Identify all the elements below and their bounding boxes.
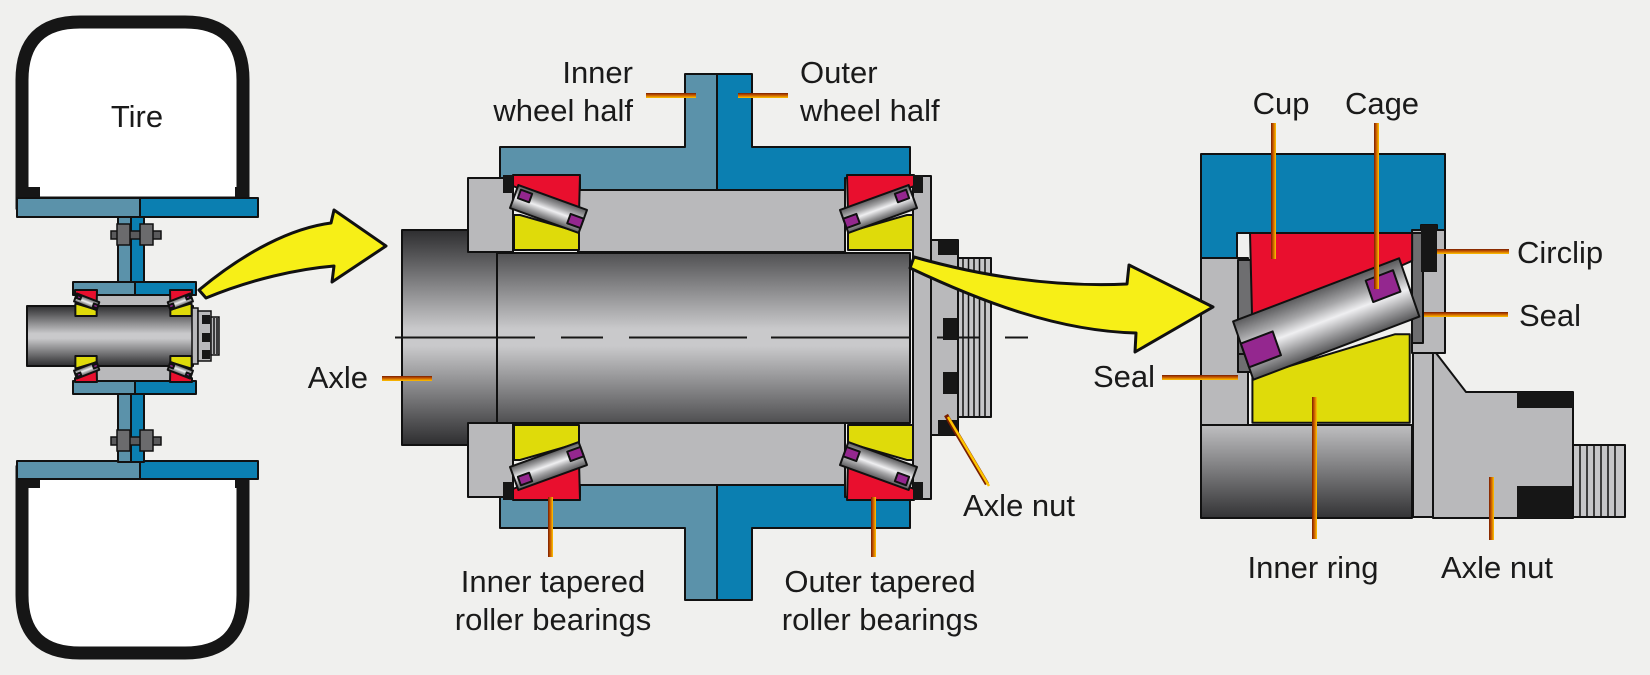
labels: Inner wheel half Outer wheel half Axle I… [308,55,1603,637]
label-axle-nut-detail: Axle nut [1441,550,1553,585]
bearing-detail [1233,233,1419,423]
circlip-mark [913,175,923,193]
inner-bearing-top [509,174,588,251]
outer-bearing-top [839,174,918,251]
rim-top [16,197,141,218]
label-circlip: Circlip [1517,235,1603,270]
leader-outer-bearings [871,497,876,557]
mini-bearing [167,355,194,383]
label-inner-wheel-half-1: Inner [562,55,633,90]
leader-axle [382,376,432,381]
axle-nut-small [191,307,220,365]
axle-detail [1200,424,1413,519]
rim-bottom [139,460,259,480]
detail-view-bearing [1200,153,1626,519]
inner-wheel-half [499,73,718,191]
leader-cage [1374,123,1379,289]
hub-band-bottom [577,422,846,486]
outer-wheel-half [716,73,911,191]
mini-bearing [73,355,100,383]
leader-axle-nut-detail [1489,477,1494,540]
label-outer-wheel-half-2: wheel half [799,93,940,128]
leader-axle-nut-mid [944,413,991,487]
circlip-shape [1421,225,1437,272]
leader-cup [1271,123,1276,259]
wheel-bolt-bottom [110,429,162,452]
label-seal-left: Seal [1093,359,1155,394]
label-cage: Cage [1345,86,1419,121]
hub-body [94,364,173,382]
label-inner-wheel-half-2: wheel half [492,93,633,128]
mini-bearing [167,289,194,317]
wheel-disc-bottom [117,393,132,463]
left-view-wheel-tire: Tire [15,15,259,660]
circlip-mark [503,482,513,500]
label-outer-bearings-1: Outer tapered [784,564,975,599]
label-inner-bearings-1: Inner tapered [461,564,645,599]
circlip-mark [503,175,513,193]
leader-circlip [1437,249,1509,254]
leader-inner-ring [1312,397,1317,539]
leader-lines [382,93,1509,557]
leader-inner-bearings [548,497,553,557]
axle-nut-detail-shape [1412,352,1626,519]
zoom-arrow-middle-to-detail [908,255,1215,354]
label-inner-ring: Inner ring [1248,550,1379,585]
label-tire: Tire [111,99,163,134]
hub-band-top [577,189,846,253]
label-seal-right: Seal [1519,298,1581,333]
leader-outer-wheel-half [738,93,788,98]
leader-seal-left [1162,375,1238,380]
zoom-arrow-left-to-middle [197,208,388,300]
tire-top-section [15,15,250,210]
axle-threads-detail [1572,444,1626,518]
mini-bearing [73,289,100,317]
label-cup: Cup [1253,86,1310,121]
label-axle: Axle [308,360,368,395]
leader-inner-wheel-half [646,93,696,98]
outer-bearing-bottom [839,424,918,501]
inner-bearing-bottom [509,424,588,501]
label-axle-nut-mid: Axle nut [963,488,1075,523]
label-outer-bearings-2: roller bearings [782,602,978,637]
axle-stub [26,305,194,367]
wheel-disc-bottom [130,393,145,463]
label-outer-wheel-half-1: Outer [800,55,878,90]
tire-bottom-section [15,465,250,660]
rim-top [139,197,259,218]
middle-view-hub-section [395,73,1028,601]
rim-bottom [16,460,141,480]
wheel-bolt-top [110,223,162,246]
circlip-mark [913,482,923,500]
seal-strip-right [1411,232,1424,344]
spacer-right [912,175,932,500]
leader-seal-right [1424,312,1508,317]
label-inner-bearings-2: roller bearings [455,602,651,637]
